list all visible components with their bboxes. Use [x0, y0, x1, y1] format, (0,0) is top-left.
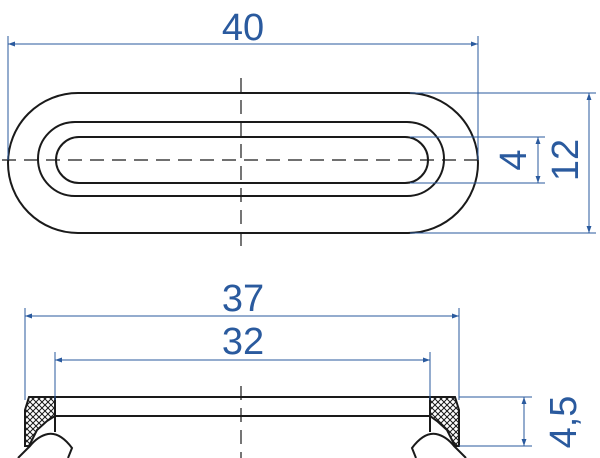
dimension-overall-length: 40	[7, 7, 479, 160]
dimension-label-4: 4	[493, 149, 535, 170]
left-lip	[17, 432, 74, 458]
side-view	[17, 386, 467, 458]
right-lip	[410, 432, 467, 458]
dimension-overall-width: 12	[410, 92, 596, 234]
right-section-hatch	[429, 396, 460, 447]
outer-outline	[7, 92, 479, 234]
dimension-label-4-5: 4,5	[543, 396, 585, 449]
dimension-label-40: 40	[222, 7, 264, 49]
inner-slot-outline	[55, 136, 429, 184]
dimension-inner-diameter: 32	[54, 321, 431, 400]
left-section-hatch	[24, 396, 56, 447]
dimension-label-37: 37	[222, 278, 264, 320]
dimension-height: 4,5	[459, 396, 585, 449]
dimension-outer-diameter: 37	[24, 278, 460, 400]
top-view	[2, 78, 480, 248]
dimension-label-32: 32	[222, 321, 264, 363]
dimension-slot-width: 4	[410, 136, 545, 184]
dimension-label-12: 12	[545, 139, 587, 181]
